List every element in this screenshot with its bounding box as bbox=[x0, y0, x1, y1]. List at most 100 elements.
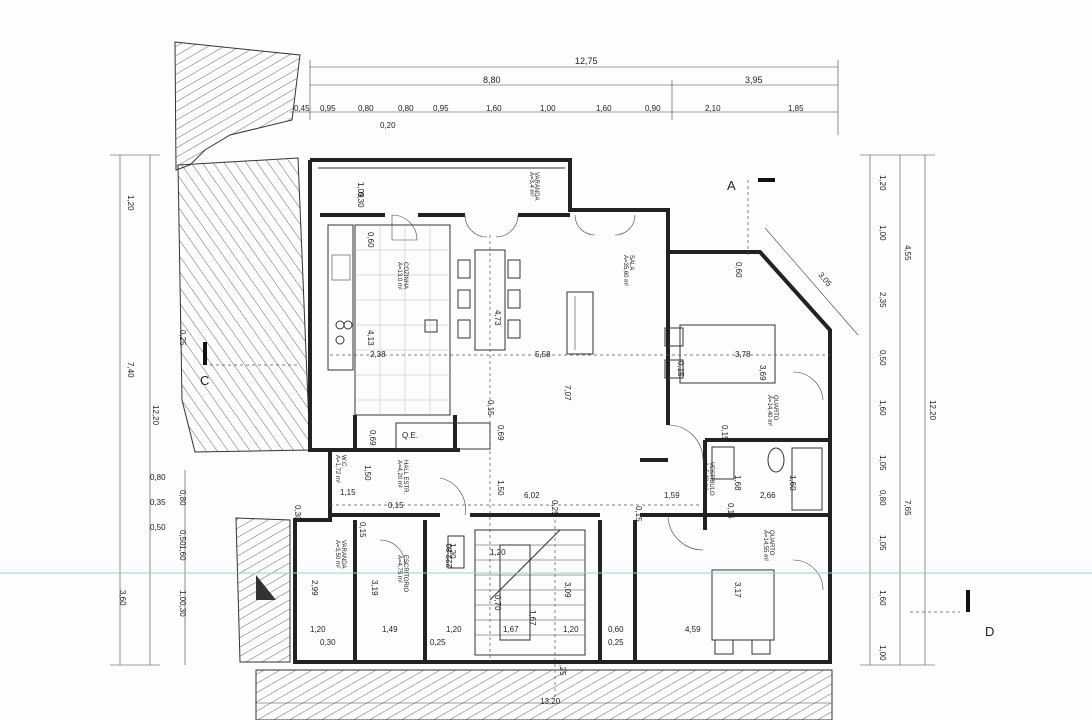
int-dim-38: 1,20 bbox=[446, 625, 462, 634]
int-dim-39: 1,67 bbox=[503, 625, 519, 634]
dim-right-7: 0,80 bbox=[878, 490, 887, 506]
section-c-letter: C bbox=[200, 373, 209, 388]
int-dim-36: 1,49 bbox=[382, 625, 398, 634]
int-dim-21: 3,17 bbox=[733, 582, 742, 598]
int-dim-13: 0,15 bbox=[634, 506, 643, 522]
room-varanda-left: VARANDA bbox=[340, 540, 346, 569]
room-quarto-top: QUARTO bbox=[772, 395, 778, 421]
room-quarto-top-area: A=14,40 m² bbox=[766, 395, 772, 426]
dim-bottom-total: 13,20 bbox=[540, 697, 561, 706]
int-dim-26: 0,30 bbox=[293, 505, 302, 521]
room-quarto-bottom-area: A=14,55 m² bbox=[762, 530, 768, 561]
dim-left-total: 12,20 bbox=[151, 405, 160, 426]
room-hall: HALL ESTR. bbox=[402, 460, 408, 494]
dim-right-total: 12,20 bbox=[928, 400, 937, 421]
interior-dimension-labels: 2,38 5,58 3,78 4,13 4,73 7,07 0,15 0,69 … bbox=[178, 182, 797, 676]
room-varanda-top-area: A=3,4 m² bbox=[528, 172, 534, 197]
dining-table bbox=[457, 249, 521, 351]
int-dim-9: 0,69 bbox=[368, 430, 377, 446]
int-dim-10: 1,50 bbox=[496, 480, 505, 496]
bed-lower bbox=[711, 569, 775, 655]
dim-chain-3: 0,80 bbox=[358, 104, 374, 113]
int-dim-35: 0,30 bbox=[320, 638, 336, 647]
room-varanda-top: VARANDA bbox=[533, 172, 539, 201]
int-dim-11: 6,02 bbox=[524, 491, 540, 500]
room-escritorio: ESCRITORIO bbox=[402, 555, 408, 593]
dim-chain-sub: 0,20 bbox=[380, 121, 396, 130]
dim-right-5: 1,60 bbox=[878, 400, 887, 416]
int-dim-48: 0,60 bbox=[734, 262, 743, 278]
room-escritorio-area: A=4,75 m² bbox=[396, 555, 402, 583]
int-dim-3: 3,78 bbox=[735, 350, 751, 359]
section-letters: A C D bbox=[200, 178, 994, 639]
int-dim-30: 1,20 bbox=[490, 548, 506, 557]
int-dim-18: 0,15 bbox=[720, 425, 729, 441]
room-cozinha: COZINHA bbox=[402, 262, 408, 289]
bed-upper bbox=[664, 324, 776, 384]
dim-width-a: 8,80 bbox=[483, 75, 501, 85]
int-dim-14: 1,59 bbox=[664, 491, 680, 500]
kitchen-counter bbox=[327, 224, 438, 371]
hatched-roof-areas bbox=[174, 41, 833, 720]
int-dim-22: 1,15 bbox=[340, 488, 356, 497]
dim-chain-2: 0,95 bbox=[320, 104, 336, 113]
dim-left-8: 0,50 bbox=[178, 530, 187, 546]
dim-right-8: 1,05 bbox=[878, 535, 887, 551]
int-dim-31: 3,09 bbox=[563, 582, 572, 598]
room-vestibulo-area: A=5,40 m² bbox=[702, 462, 708, 490]
section-a-letter: A bbox=[727, 178, 736, 193]
dim-chain-10: 2,10 bbox=[705, 104, 721, 113]
dim-chain-8: 1,60 bbox=[596, 104, 612, 113]
room-sala: SALA bbox=[628, 255, 634, 270]
dim-left-1: 1,20 bbox=[126, 195, 135, 211]
dim-right-9: 1,60 bbox=[878, 590, 887, 606]
int-dim-19: 0,16 bbox=[726, 503, 735, 519]
int-dim-33: 1,67 bbox=[528, 610, 537, 626]
int-dim-37: 0,25 bbox=[430, 638, 446, 647]
dim-diagonal: 3,05 bbox=[816, 271, 833, 289]
int-dim-15: 2,66 bbox=[760, 491, 776, 500]
dim-chain-7: 1,00 bbox=[540, 104, 556, 113]
int-dim-32: 0,70 bbox=[493, 595, 502, 611]
int-dim-1: 2,38 bbox=[370, 350, 386, 359]
dim-chain-11: 1,85 bbox=[788, 104, 804, 113]
int-dim-4: 4,13 bbox=[366, 330, 375, 346]
room-hall-area: A=4,20 m² bbox=[396, 460, 402, 488]
section-d-letter: D bbox=[985, 624, 994, 639]
stair-code: 222,80 bbox=[445, 543, 454, 568]
dim-chain-6: 1,60 bbox=[486, 104, 502, 113]
dim-right-10: 1,00 bbox=[878, 645, 887, 661]
dim-left-6: 3,60 bbox=[118, 590, 127, 606]
dim-chain-1: 0,45 bbox=[294, 104, 310, 113]
int-dim-17: 1,68 bbox=[733, 475, 742, 491]
room-wc-area: A=1,72 m² bbox=[334, 455, 340, 483]
int-dim-20: 0,15 bbox=[676, 361, 685, 377]
dim-left-9: 1,60 bbox=[178, 545, 187, 561]
int-dim-2: 5,58 bbox=[535, 350, 551, 359]
dim-right-12: 7,65 bbox=[903, 500, 912, 516]
dim-right-1: 1,20 bbox=[878, 175, 887, 191]
dimension-labels: 12,75 8,80 3,95 0,45 0,95 0,80 0,80 0,95… bbox=[118, 56, 937, 706]
dim-right-4: 0,50 bbox=[878, 350, 887, 366]
dim-width-b: 3,95 bbox=[745, 75, 763, 85]
sofa bbox=[566, 291, 594, 355]
stairs bbox=[447, 529, 586, 656]
room-wc: W.C. bbox=[340, 455, 346, 468]
int-dim-8: 0,69 bbox=[496, 425, 505, 441]
dim-left-10: 1,00,30 bbox=[178, 590, 187, 617]
room-varanda-left-area: A=3,50 m² bbox=[334, 540, 340, 568]
room-quarto-bottom: QUARTO bbox=[768, 530, 774, 556]
int-dim-45: 1,09 bbox=[356, 182, 365, 198]
dimension-lines bbox=[110, 60, 935, 704]
room-vestibulo: VESTIBULO bbox=[708, 462, 714, 496]
int-dim-47: 0,60 bbox=[366, 232, 375, 248]
dim-chain-5: 0,95 bbox=[433, 104, 449, 113]
dim-right-2: 1,00 bbox=[878, 225, 887, 241]
dimension-axes bbox=[210, 180, 960, 700]
dim-left-5: 0,50 bbox=[150, 523, 166, 532]
dim-left-7: 0,80 bbox=[178, 490, 187, 506]
exterior-walls bbox=[293, 158, 832, 664]
door-swings bbox=[379, 214, 824, 591]
